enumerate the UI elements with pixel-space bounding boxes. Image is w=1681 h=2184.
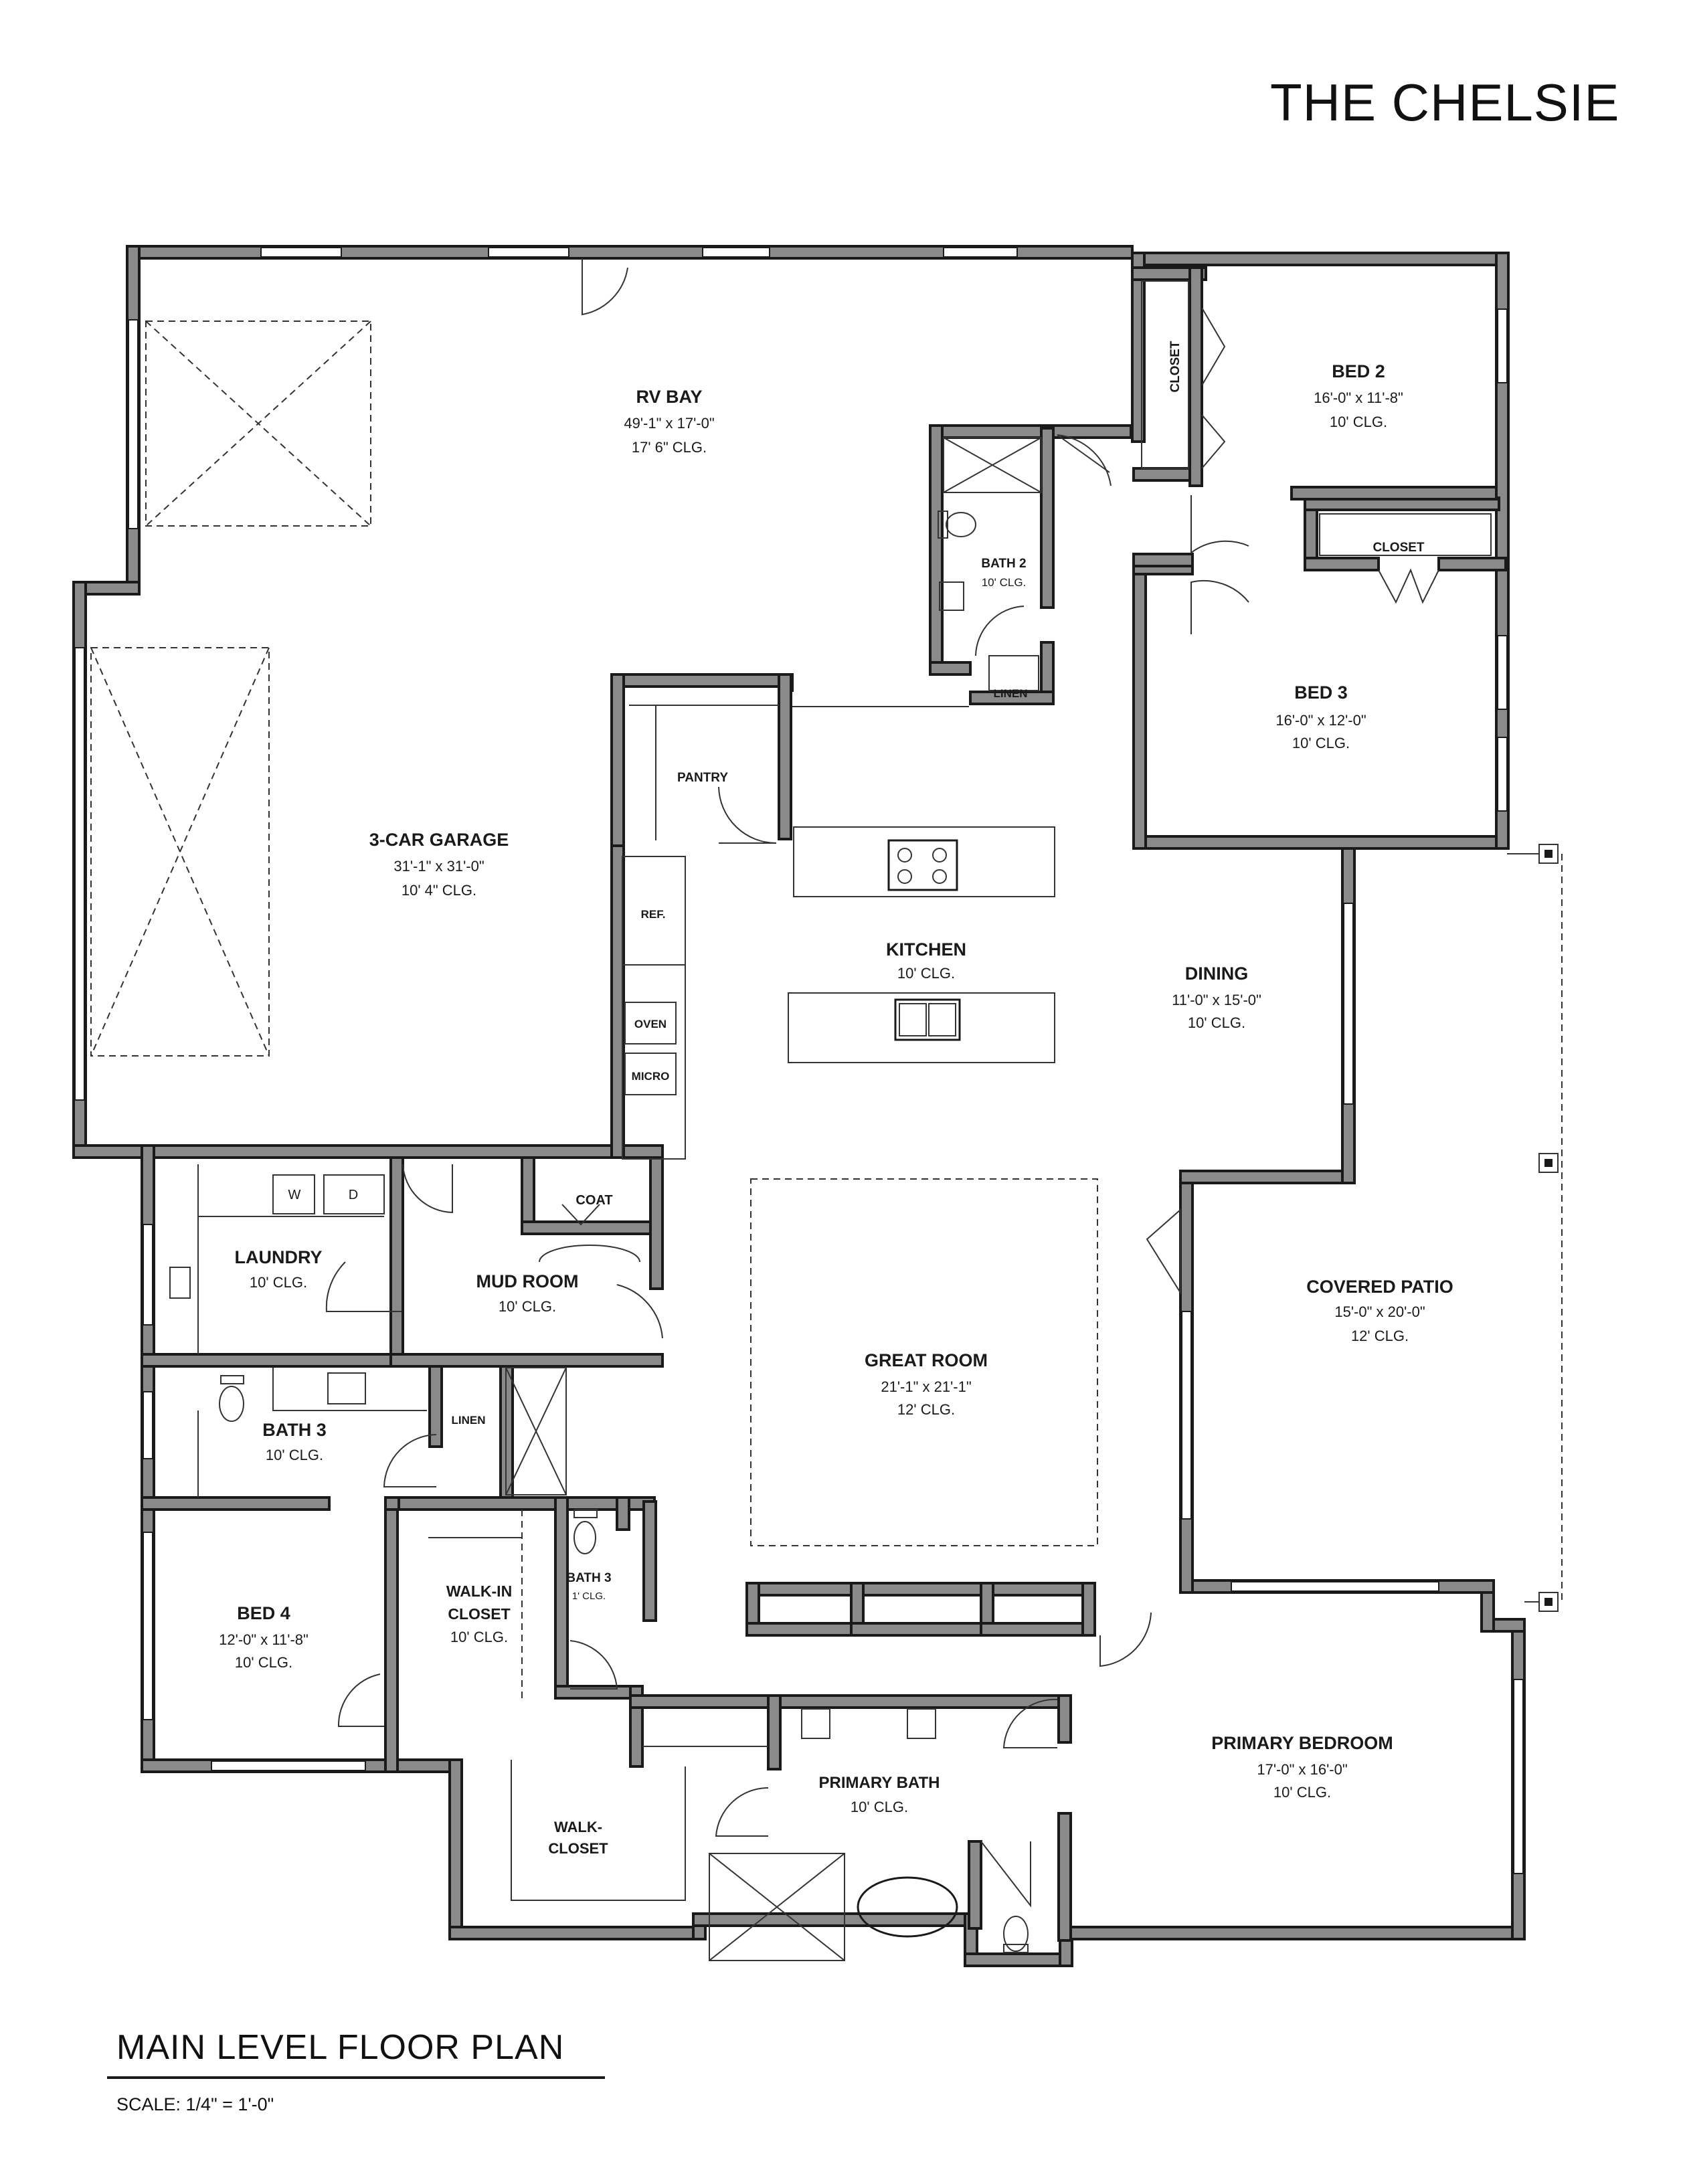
windows (74, 247, 1524, 1874)
door-swings (325, 258, 1249, 1908)
bed2-name: BED 2 (1332, 361, 1385, 381)
title-underline (107, 2076, 605, 2079)
scale-note: SCALE: 1/4" = 1'-0" (116, 2094, 274, 2114)
bath3-name: BATH 3 (262, 1420, 327, 1440)
washer-label: W (288, 1188, 301, 1202)
oven-label: OVEN (634, 1018, 667, 1030)
great-room-name: GREAT ROOM (865, 1350, 988, 1370)
kitchen-ceiling: 10' CLG. (897, 965, 955, 982)
laundry-ceiling: 10' CLG. (250, 1274, 307, 1291)
bed4-size: 12'-0" x 11'-8" (219, 1631, 308, 1648)
bed2-ceiling: 10' CLG. (1330, 414, 1387, 430)
bed4-name: BED 4 (237, 1603, 290, 1623)
garage-ceiling: 10' 4" CLG. (402, 882, 476, 899)
walkin-closet-ceiling: 10' CLG. (450, 1629, 508, 1645)
primary-bath-name: PRIMARY BATH (819, 1774, 940, 1792)
bath2-name: BATH 2 (981, 557, 1026, 571)
kitchen-fixtures (622, 705, 1055, 1160)
laundry-name: LAUNDRY (235, 1247, 323, 1267)
interior-walls (141, 266, 1507, 1942)
bath3-ceiling: 10' CLG. (266, 1447, 323, 1463)
closet-bed2-label: CLOSET (1168, 341, 1182, 392)
fixture-labels: CLOSET CLOSET LINEN LINEN COAT REF. OVEN… (288, 341, 1425, 1427)
kitchen-name: KITCHEN (886, 939, 966, 960)
laundry-fixtures (169, 1164, 640, 1354)
dining-ceiling: 10' CLG. (1188, 1014, 1245, 1031)
covered-patio-ceiling: 12' CLG. (1351, 1328, 1409, 1344)
bed3-ceiling: 10' CLG. (1292, 735, 1350, 751)
garage-name: 3-CAR GARAGE (369, 830, 509, 850)
dryer-label: D (349, 1188, 358, 1202)
linen-bath3-label: LINEN (452, 1414, 486, 1427)
microwave-label: MICRO (632, 1070, 670, 1083)
walk-closet2-name-1: WALK- (554, 1819, 602, 1835)
bed2-size: 16'-0" x 11'-8" (1314, 389, 1403, 406)
great-room-size: 21'-1" x 21'-1" (881, 1378, 971, 1395)
mud-room-name: MUD ROOM (476, 1271, 579, 1291)
bed3-size: 16'-0" x 12'-0" (1275, 712, 1366, 729)
bath3b-name: BATH 3 (566, 1571, 611, 1585)
rv-bay-ceiling: 17' 6" CLG. (632, 439, 707, 456)
plan-name-title: THE CHELSIE (1270, 73, 1620, 132)
primary-bedroom-name: PRIMARY BEDROOM (1211, 1733, 1393, 1753)
bed3-name: BED 3 (1294, 682, 1348, 703)
floor-plan-title: MAIN LEVEL FLOOR PLAN (116, 2028, 565, 2067)
walk-closet2-name-2: CLOSET (548, 1840, 608, 1857)
great-room-ceiling-outline (750, 1178, 1098, 1546)
dining-size: 11'-0" x 15'-0" (1172, 992, 1261, 1008)
walkin-closet-name-2: CLOSET (448, 1605, 510, 1623)
bath2-ceiling: 10' CLG. (982, 576, 1027, 589)
bath-fixtures (197, 437, 1042, 1961)
rv-bay-name: RV BAY (636, 387, 702, 407)
closet-bed3-label: CLOSET (1373, 541, 1424, 555)
covered-patio-size: 15'-0" x 20'-0" (1334, 1303, 1425, 1320)
linen-bath2-label: LINEN (994, 687, 1028, 700)
rv-bay-size: 49'-1" x 17'-0" (624, 415, 714, 432)
walkin-closet-name-1: WALK-IN (446, 1582, 512, 1600)
primary-bedroom-size: 17'-0" x 16'-0" (1257, 1761, 1347, 1778)
bed4-ceiling: 10' CLG. (235, 1654, 292, 1671)
coat-label: COAT (576, 1193, 612, 1208)
refrigerator-label: REF. (641, 908, 666, 921)
covered-patio-name: COVERED PATIO (1306, 1277, 1453, 1297)
great-room-ceiling: 12' CLG. (897, 1401, 955, 1418)
garage-size: 31'-1" x 31'-0" (393, 858, 484, 875)
pantry-name: PANTRY (677, 771, 728, 785)
closet-details (428, 280, 1492, 1901)
patio-posts (1507, 844, 1563, 1612)
dining-name: DINING (1185, 964, 1249, 984)
room-labels: RV BAY 49'-1" x 17'-0" 17' 6" CLG. 3-CAR… (219, 361, 1453, 1857)
primary-bedroom-ceiling: 10' CLG. (1273, 1784, 1331, 1801)
mud-room-ceiling: 10' CLG. (499, 1298, 556, 1315)
primary-bath-ceiling: 10' CLG. (851, 1799, 908, 1815)
bath3b-ceiling: 1' CLG. (572, 1590, 606, 1602)
overhead-doors (90, 321, 371, 1057)
